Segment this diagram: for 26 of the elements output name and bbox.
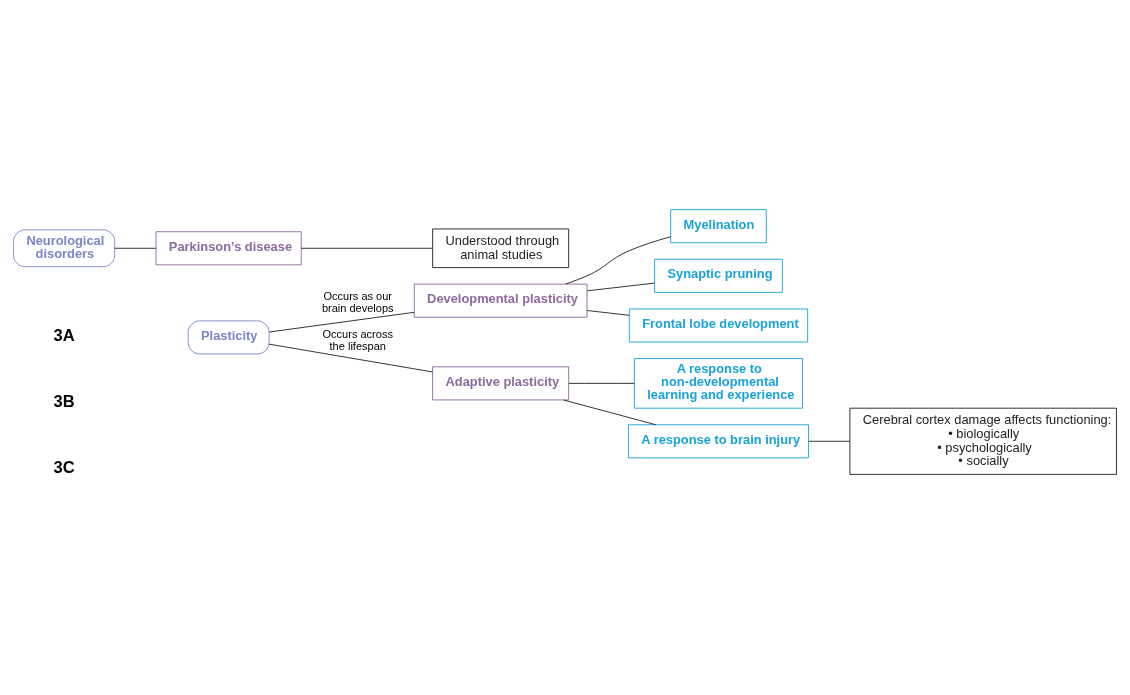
node-box: Plasticity <box>187 319 270 354</box>
connector <box>268 343 434 372</box>
node-box: A response to non-developmental learning and experience <box>633 357 804 409</box>
node-box: Frontal lobe development <box>628 308 809 342</box>
node-box: Understood through animal studies <box>432 228 570 268</box>
label: 3B <box>53 391 75 411</box>
label: 3A <box>53 325 75 345</box>
node-box: Cerebral cortex damage affects functioning: • biologically • psychologically • socially <box>849 407 1117 475</box>
label: 3C <box>53 457 75 477</box>
node-box: Parkinson’s disease <box>155 230 302 265</box>
edge-label: Occurs as our brain develops <box>321 289 394 314</box>
connector <box>268 311 415 332</box>
node-box: A response to brain injury <box>627 423 809 458</box>
connector <box>808 440 851 442</box>
connector <box>586 309 630 316</box>
node-box: Synaptic pruning <box>654 258 783 293</box>
connector <box>300 247 433 249</box>
edge-label: Occurs across the lifespan <box>322 327 393 352</box>
node-box: Developmental plasticity <box>413 283 588 318</box>
node-box: Neurological disorders <box>13 228 116 267</box>
connector <box>586 282 655 291</box>
node-box: Adaptive plasticity <box>432 365 570 400</box>
node-box: Myelination <box>670 208 767 243</box>
connector <box>565 235 671 284</box>
connector <box>568 382 635 384</box>
connector <box>114 247 157 249</box>
